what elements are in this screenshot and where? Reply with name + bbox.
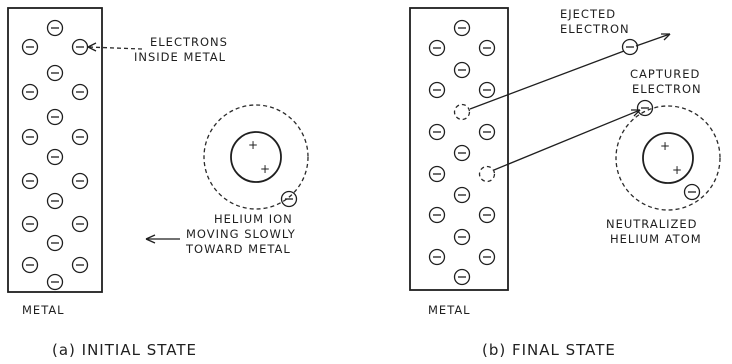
captured-label-line2: ELECTRON [632, 82, 702, 96]
neutral-nucleus [642, 132, 694, 184]
helium-ion: + + [203, 104, 309, 210]
electron-18 [71, 256, 89, 274]
electrons-label-line2: INSIDE METAL [134, 50, 226, 64]
caption-final-state: (b) FINAL STATE [482, 341, 616, 359]
ejected-label-line2: ELECTRON [560, 22, 630, 36]
neutral-orbit [615, 105, 721, 211]
metal-label-a: METAL [22, 303, 65, 317]
nucleus-charge-1: + [248, 138, 258, 152]
helium-motion-arrow [145, 234, 180, 244]
neutral-charge-1: + [660, 139, 670, 153]
orbit-electron-b [683, 183, 701, 201]
electron-14 [21, 215, 39, 233]
electron-16 [478, 248, 496, 266]
neutral-charge-2: + [672, 163, 682, 177]
helium-nucleus [230, 131, 282, 183]
electron-17 [453, 268, 471, 286]
helium-label-line2: MOVING SLOWLY [186, 227, 296, 241]
electron-2 [428, 39, 446, 57]
electron-12 [428, 206, 446, 224]
electrons-label-line1: ELECTRONS [150, 35, 228, 49]
electrons-pointer-arrow [87, 42, 143, 52]
vacated-site-2 [478, 165, 496, 183]
panel-final-state: EJECTED ELECTRON CAPTURED ELECTRON + + N… [409, 7, 721, 359]
electron-grid-b [428, 19, 496, 286]
electron-3 [478, 39, 496, 57]
captured-electron [636, 99, 654, 117]
electron-8 [21, 128, 39, 146]
metal-slab-b [409, 7, 509, 291]
electron-6 [478, 81, 496, 99]
ejected-electron [621, 38, 639, 56]
ejected-label-line1: EJECTED [560, 7, 616, 21]
electron-13 [46, 192, 64, 210]
electron-grid-a [21, 19, 89, 291]
electron-4 [46, 64, 64, 82]
electron-3 [71, 38, 89, 56]
electron-9 [453, 144, 471, 162]
caption-initial-state: (a) INITIAL STATE [52, 341, 197, 359]
electron-7 [428, 123, 446, 141]
electron-1 [453, 19, 471, 37]
neutralized-helium-atom: + + [615, 99, 721, 211]
captured-electron-path [493, 109, 641, 171]
electron-5 [21, 83, 39, 101]
panel-initial-state: ELECTRONS INSIDE METAL + + HELIUM ION MO… [7, 7, 309, 359]
neutral-label-line2: HELIUM ATOM [610, 232, 702, 246]
electron-11 [453, 186, 471, 204]
electron-10 [428, 165, 446, 183]
neutral-label-line1: NEUTRALIZED [606, 217, 698, 231]
metal-slab-a [7, 7, 103, 293]
electron-4 [453, 61, 471, 79]
helium-label-line3: TOWARD METAL [185, 242, 291, 256]
ejected-electron-path [469, 33, 671, 110]
electron-5 [428, 81, 446, 99]
captured-label-line1: CAPTURED [630, 67, 700, 81]
electron-15 [428, 248, 446, 266]
electron-11 [21, 172, 39, 190]
electron-9 [71, 128, 89, 146]
electron-13 [478, 206, 496, 224]
electron-16 [46, 234, 64, 252]
electron-19 [46, 273, 64, 291]
electron-8 [478, 123, 496, 141]
electron-1 [46, 19, 64, 37]
metal-label-b: METAL [428, 303, 471, 317]
vacated-site-1 [453, 103, 471, 121]
orbiting-electron [280, 190, 298, 208]
electron-15 [71, 215, 89, 233]
helium-orbit [203, 104, 309, 210]
electron-17 [21, 256, 39, 274]
electron-10 [46, 148, 64, 166]
nucleus-charge-2: + [260, 162, 270, 176]
electron-14 [453, 228, 471, 246]
electron-6 [71, 83, 89, 101]
helium-label-line1: HELIUM ION [214, 212, 293, 226]
electron-2 [21, 38, 39, 56]
electron-7 [46, 108, 64, 126]
electron-12 [71, 172, 89, 190]
